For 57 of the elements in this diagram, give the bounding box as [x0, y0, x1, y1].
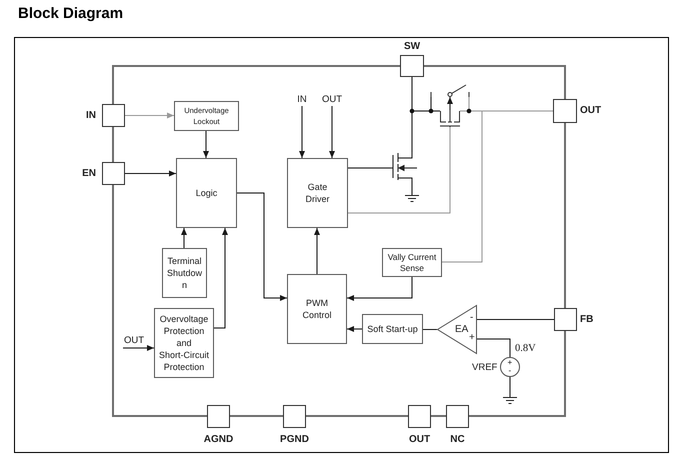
amplifier-label: EA: [455, 325, 468, 335]
function-block: Terminal Shutdow n: [162, 248, 207, 298]
pin-label: OUT: [408, 434, 430, 446]
arrow: [346, 276, 412, 301]
connector-line: [442, 110, 482, 262]
connector-line: [482, 110, 554, 112]
switch-symbol: [429, 83, 471, 97]
arrow: [236, 192, 288, 301]
pin-label: PGND: [280, 434, 309, 446]
arrow: [122, 345, 154, 351]
pin-label: NC: [450, 434, 465, 446]
connector-line: [430, 96, 432, 112]
ground-symbol: [503, 397, 517, 405]
amplifier-symbol: [437, 305, 477, 354]
pmos-transistor-symbol: [440, 110, 460, 127]
connector-line: [422, 329, 438, 330]
chip-outline: [112, 65, 566, 417]
connector-line: [468, 110, 482, 112]
voltage-value: 0.8V: [515, 343, 536, 356]
ground-symbol: [405, 195, 419, 203]
pin-label: EN: [82, 168, 96, 180]
polarity-sign: +: [508, 358, 512, 368]
signal-label: IN: [296, 94, 308, 106]
signal-label: OUT: [321, 94, 343, 106]
arrow: [203, 130, 209, 158]
arrow: [346, 326, 362, 332]
arrow: [447, 96, 453, 110]
nmos-transistor-symbol: [390, 152, 419, 181]
arrow: [124, 170, 176, 176]
connector-line: [412, 110, 432, 112]
pin-label: SW: [404, 41, 420, 53]
diagram-title: Block Diagram: [18, 5, 124, 23]
function-block: PWM Control: [287, 274, 347, 344]
arrow: [124, 112, 174, 118]
connector-line: [476, 338, 510, 358]
connector-line: [468, 96, 470, 112]
signal-label: OUT: [123, 334, 145, 348]
arrow: [299, 106, 305, 158]
input-sign: +: [469, 333, 475, 343]
polarity-sign: -: [508, 366, 512, 376]
pin-label: IN: [86, 110, 96, 122]
connector-line: [476, 319, 554, 320]
arrow: [314, 228, 320, 274]
pin-label: FB: [580, 314, 594, 326]
arrow: [214, 228, 228, 328]
connector-line: [348, 126, 450, 214]
pin-label: AGND: [204, 434, 234, 446]
function-block: Soft Start-up: [362, 314, 423, 344]
function-block: Logic: [176, 158, 237, 228]
function-block: Vally Current Sense: [382, 248, 442, 277]
function-block: Overvoltage Protection and Short-Circuit Protection: [154, 308, 214, 378]
input-sign: -: [470, 313, 474, 323]
arrow: [329, 106, 335, 158]
arrow: [181, 228, 187, 248]
source-label: VREF: [472, 362, 498, 374]
pin-label: OUT: [580, 105, 602, 117]
function-block: Gate Driver: [287, 158, 348, 228]
